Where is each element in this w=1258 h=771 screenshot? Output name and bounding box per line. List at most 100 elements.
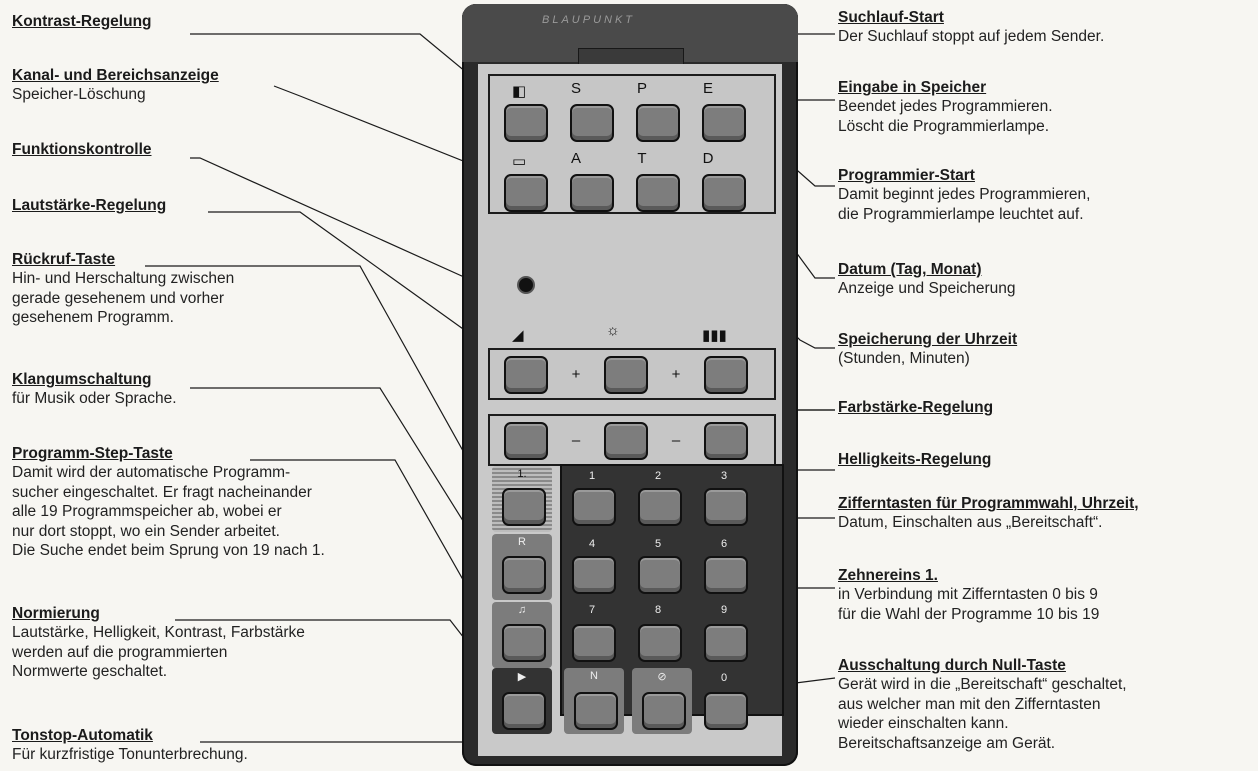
callout-description: Damit wird der automatische Programm-suc… (12, 463, 325, 561)
brand-logo: BLAUPUNKT (542, 14, 636, 26)
left-callout-0: Kontrast-Regelung (12, 12, 152, 31)
tonstop-key[interactable] (642, 692, 686, 730)
contrast-key[interactable] (504, 104, 548, 142)
callout-title: Zehnereins 1. (838, 567, 938, 584)
callout-title: Tonstop-Automatik (12, 727, 153, 744)
contrast-symbol-icon: ◧ (512, 83, 527, 100)
brightness-plus-key[interactable] (604, 356, 648, 394)
channel-display-symbol-icon: ▭ (512, 153, 527, 170)
key-label-p: P (636, 80, 647, 97)
callout-title: Kanal- und Bereichsanzeige (12, 67, 219, 84)
digit-7-key[interactable] (572, 624, 616, 662)
callout-description: Speicher-Löschung (12, 85, 219, 105)
callout-description-line: Anzeige und Speicherung (838, 280, 1016, 297)
program-start-key[interactable] (636, 104, 680, 142)
callout-title: Klangumschaltung (12, 371, 152, 388)
callout-description: Lautstärke, Helligkeit, Kontrast, Farbst… (12, 623, 305, 682)
digit-label: 4 (588, 538, 596, 550)
digit-2-key[interactable] (638, 488, 682, 526)
right-callout-7: Zifferntasten für Programmwahl, Uhrzeit,… (838, 494, 1139, 533)
callout-description-line: sucher eingeschaltet. Er fragt nacheinan… (12, 483, 312, 501)
digit-4-key[interactable] (572, 556, 616, 594)
plus-sign: + (671, 366, 681, 383)
callout-description-line: die Programmierlampe leuchtet auf. (838, 205, 1084, 223)
callout-title: Lautstärke-Regelung (12, 197, 167, 214)
callout-description-line: Gerät wird in die „Bereitschaft“ geschal… (838, 676, 1127, 693)
digit-label: 5 (654, 538, 662, 550)
digit-6-key[interactable] (704, 556, 748, 594)
digit-3-key[interactable] (704, 488, 748, 526)
digit-5-key[interactable] (638, 556, 682, 594)
minus-sign: – (671, 432, 681, 449)
color-symbol-icon: ▮▮▮ (702, 327, 727, 344)
channel-display-key[interactable] (504, 174, 548, 212)
callout-description-line: in Verbindung mit Zifferntasten 0 bis 9 (838, 586, 1098, 603)
callout-description-line: Die Suche endet beim Sprung von 19 nach … (12, 542, 325, 559)
tens-one-key[interactable] (502, 488, 546, 526)
volume-symbol-icon: ◢ (512, 327, 524, 344)
callout-description-line: Beendet jedes Programmieren. (838, 98, 1053, 115)
mute-icon: ⊘ (657, 671, 667, 683)
callout-description-line: Normwerte geschaltet. (12, 663, 168, 680)
store-key[interactable] (702, 104, 746, 142)
date-key[interactable] (702, 174, 746, 212)
callout-description-line: Damit beginnt jedes Programmieren, (838, 186, 1091, 203)
left-callout-3: Lautstärke-Regelung (12, 196, 166, 215)
volume-a-key[interactable] (570, 174, 614, 212)
brightness-minus-key[interactable] (604, 422, 648, 460)
recall-key-label: R (518, 536, 526, 548)
callout-title: Speicherung der Uhrzeit (838, 331, 1018, 348)
color-minus-key[interactable] (704, 422, 748, 460)
color-plus-key[interactable] (704, 356, 748, 394)
digit-1-key[interactable] (572, 488, 616, 526)
callout-description: für Musik oder Sprache. (12, 389, 177, 409)
callout-description-line: gerade gesehenem und vorher (12, 289, 224, 307)
play-icon: ▶ (517, 671, 527, 683)
key-label-s: S (570, 80, 581, 97)
program-step-key[interactable] (502, 692, 546, 730)
normalize-key[interactable] (574, 692, 618, 730)
digit-8-key[interactable] (638, 624, 682, 662)
callout-description-line: werden auf die programmierten (12, 643, 228, 661)
callout-description: Für kurzfristige Tonunterbrechung. (12, 745, 248, 765)
callout-description-line: Datum, Einschalten aus „Bereitschaft“. (838, 514, 1103, 531)
remote-control: BLAUPUNKT ◧ S P E ▭ A T D ◢ ☼ ▮▮▮ + + – … (462, 4, 798, 766)
callout-title: Kontrast-Regelung (12, 13, 152, 30)
callout-description-line: Für kurzfristige Tonunterbrechung. (12, 746, 248, 763)
callout-title: Datum (Tag, Monat) (838, 261, 982, 278)
key-label-d: D (702, 150, 714, 167)
sound-mode-key[interactable] (502, 624, 546, 662)
right-callout-5: Farbstärke-Regelung (838, 398, 993, 417)
volume-minus-key[interactable] (504, 422, 548, 460)
digit-9-key[interactable] (704, 624, 748, 662)
callout-description-line: für die Wahl der Programme 10 bis 19 (838, 605, 1100, 623)
volume-plus-key[interactable] (504, 356, 548, 394)
callout-description-line: (Stunden, Minuten) (838, 350, 970, 367)
callout-description-line: Speicher-Löschung (12, 86, 146, 103)
callout-description-line: gesehenem Programm. (12, 309, 174, 326)
digit-label: 1 (588, 470, 596, 482)
callout-description-line: nur dort stoppt, wo ein Sender arbeitet. (12, 522, 280, 540)
callout-description: in Verbindung mit Zifferntasten 0 bis 9 f… (838, 585, 1099, 624)
callout-title: Eingabe in Speicher (838, 79, 987, 96)
right-callout-6: Helligkeits-Regelung (838, 450, 991, 469)
time-key[interactable] (636, 174, 680, 212)
key-label-a: A (570, 150, 581, 167)
search-start-key[interactable] (570, 104, 614, 142)
callout-title: Zifferntasten für Programmwahl, Uhrzeit, (838, 495, 1139, 512)
function-indicator-lamp (517, 276, 535, 294)
digit-0-key[interactable] (704, 692, 748, 730)
recall-key[interactable] (502, 556, 546, 594)
digit-label: 9 (720, 604, 728, 616)
leader-line-1 (273, 85, 527, 187)
callout-description-line: wieder einschalten kann. (838, 715, 1009, 732)
callout-description: (Stunden, Minuten) (838, 349, 1017, 369)
